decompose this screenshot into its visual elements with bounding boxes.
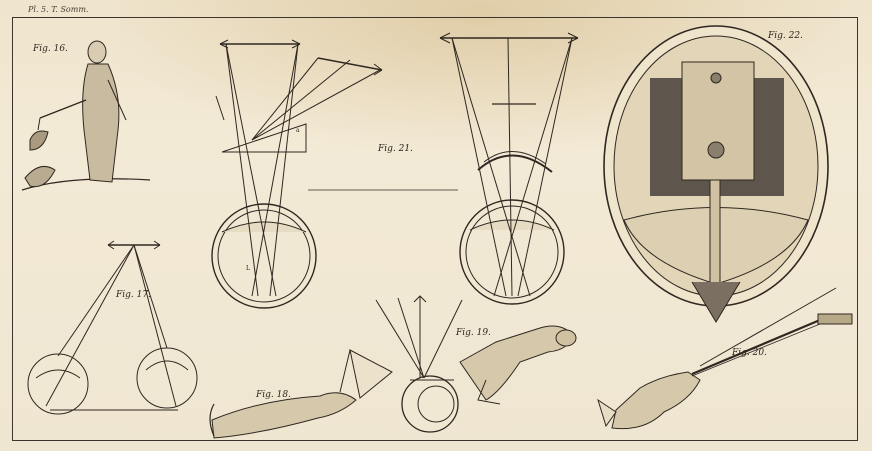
- fig19-eye-with-lens: [376, 296, 462, 432]
- fig20-hand-with-rod: [598, 288, 852, 429]
- fig17-label: Fig. 17.: [116, 290, 151, 300]
- fig21-left-eye-diagram: a L: [212, 40, 382, 308]
- svg-text:L: L: [246, 265, 250, 272]
- fig16-label: Fig. 16.: [33, 44, 68, 54]
- fig21-label: Fig. 21.: [378, 144, 413, 154]
- fig22-label: Fig. 22.: [768, 31, 803, 41]
- fig18-label: Fig. 18.: [256, 390, 291, 400]
- fig21-right-eye-diagram: [308, 33, 578, 304]
- fig22-eye-section: [604, 26, 828, 322]
- fig18-arm-with-prism: [210, 350, 392, 438]
- svg-text:a: a: [296, 127, 300, 134]
- fig20-label: Fig. 20.: [732, 348, 767, 358]
- fig19-label: Fig. 19.: [456, 328, 491, 338]
- fig16-man-with-staff: [22, 41, 150, 190]
- fig17-two-eyes: [28, 241, 197, 414]
